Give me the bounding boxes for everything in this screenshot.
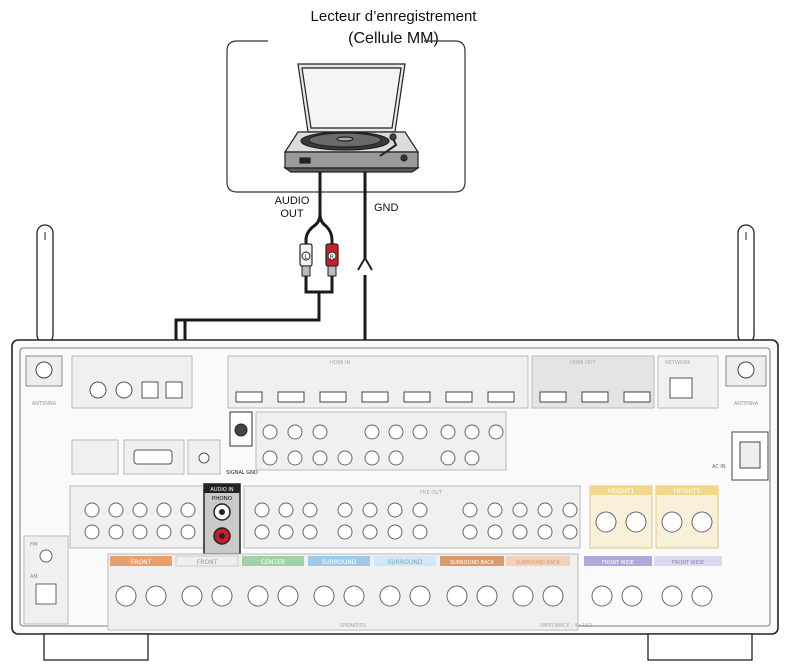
speaker-front-wide-l: FRONT WIDE: [672, 560, 704, 566]
rca-plug-left: L: [299, 243, 313, 277]
pre-out-label: PRE OUT: [420, 490, 443, 496]
phono-label: PHONO: [212, 496, 233, 502]
speaker-surround-l: SURROUND: [388, 559, 423, 566]
rca-plug-right: R: [325, 243, 339, 277]
turntable-frame: [226, 40, 466, 193]
speaker-front-r: FRONT: [131, 559, 152, 566]
audio-out-label-line1: AUDIO: [274, 195, 310, 207]
phono-input-block: AUDIO IN PHONO: [203, 483, 241, 555]
gnd-spade-connector: [357, 257, 373, 271]
audio-out-label: AUDIO OUT: [262, 195, 322, 221]
rca-right-mark: R: [330, 254, 334, 261]
turntable-title-line1: Lecteur d’enregistrement: [310, 8, 477, 25]
height1-left-label: HEIGHT1: [674, 488, 701, 495]
speaker-surround-back-r: SURROUND BACK: [450, 560, 495, 566]
signal-gnd-label: SIGNAL GND: [226, 470, 258, 476]
network-label: NETWORK: [665, 360, 691, 366]
speaker-front-wide-r: FRONT WIDE: [602, 560, 634, 566]
speaker-surround-back-l: SURROUND BACK: [516, 560, 561, 566]
antenna-left-label: ANTENNA: [32, 401, 57, 407]
speaker-surround-r: SURROUND: [322, 559, 357, 566]
speaker-front-l: FRONT: [197, 559, 218, 566]
turntable-icon: [283, 63, 420, 173]
ac-in-label: AC IN: [712, 464, 726, 470]
phono-header: AUDIO IN: [210, 487, 233, 493]
hdmi-in-label: HDMI IN: [330, 360, 350, 366]
antenna-right-label: ANTENNA: [734, 401, 759, 407]
audio-cable: [304, 172, 334, 252]
rca-left-mark: L: [304, 254, 308, 261]
am-label: AM: [30, 574, 38, 580]
audio-out-label-line2: OUT: [280, 208, 304, 220]
av-receiver-rear-panel: ANTENNA ANTENNA HDMI IN HDMI OUT: [11, 339, 779, 661]
fm-label: FM: [30, 542, 37, 548]
speaker-center: CENTER: [261, 559, 285, 566]
height1-right-label: HEIGHT1: [608, 488, 635, 495]
hdmi-out-label: HDMI OUT: [570, 360, 597, 366]
speakers-label: SPEAKERS: [340, 623, 366, 629]
turntable-title-line2: (Cellule MM): [348, 30, 439, 47]
impedance-label: IMPEDANCE : 4~16Ω: [540, 623, 592, 629]
gnd-label: GND: [374, 202, 399, 214]
